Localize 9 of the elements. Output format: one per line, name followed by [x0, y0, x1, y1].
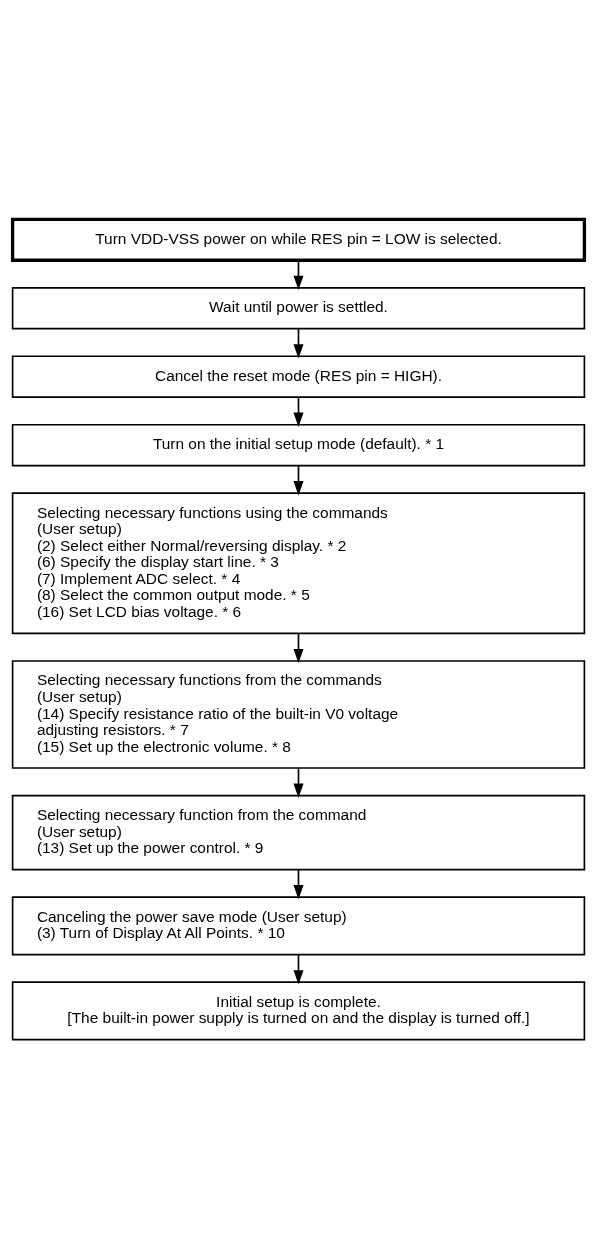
- node-box: Canceling the power save mode (User setup) (3) Turn of Display At All Points. * 10: [11, 896, 586, 956]
- node-box: Selecting necessary function from the command (User setup) (13) Set up the power control. * 9: [11, 794, 586, 871]
- node-box: Turn on the initial setup mode (default). * 1: [11, 423, 586, 467]
- node-box: Selecting necessary functions from the commands (User setup) (14) Specify resistance ratio of the built-in V0 voltage adjusting resistors. * 7 (15) Set up the electronic volume. * 8: [11, 660, 586, 769]
- node-box: Selecting necessary functions using the commands (User setup) (2) Select either Normal/reversing display. * 2 (6) Specify the display start line. * 3 (7) Implement ADC select. * 4 (8) Select the common output mode. * 5 (16) Set LCD bias voltage. * 6: [11, 492, 586, 635]
- node-box: Wait until power is settled.: [11, 287, 586, 330]
- node-box: Initial setup is complete. [The built-in power supply is turned on and the display is turned off.]: [11, 981, 586, 1041]
- node-box: Turn VDD-VSS power on while RES pin = LOW is selected.: [10, 217, 587, 262]
- node-box: Cancel the reset mode (RES pin = HIGH).: [11, 355, 586, 398]
